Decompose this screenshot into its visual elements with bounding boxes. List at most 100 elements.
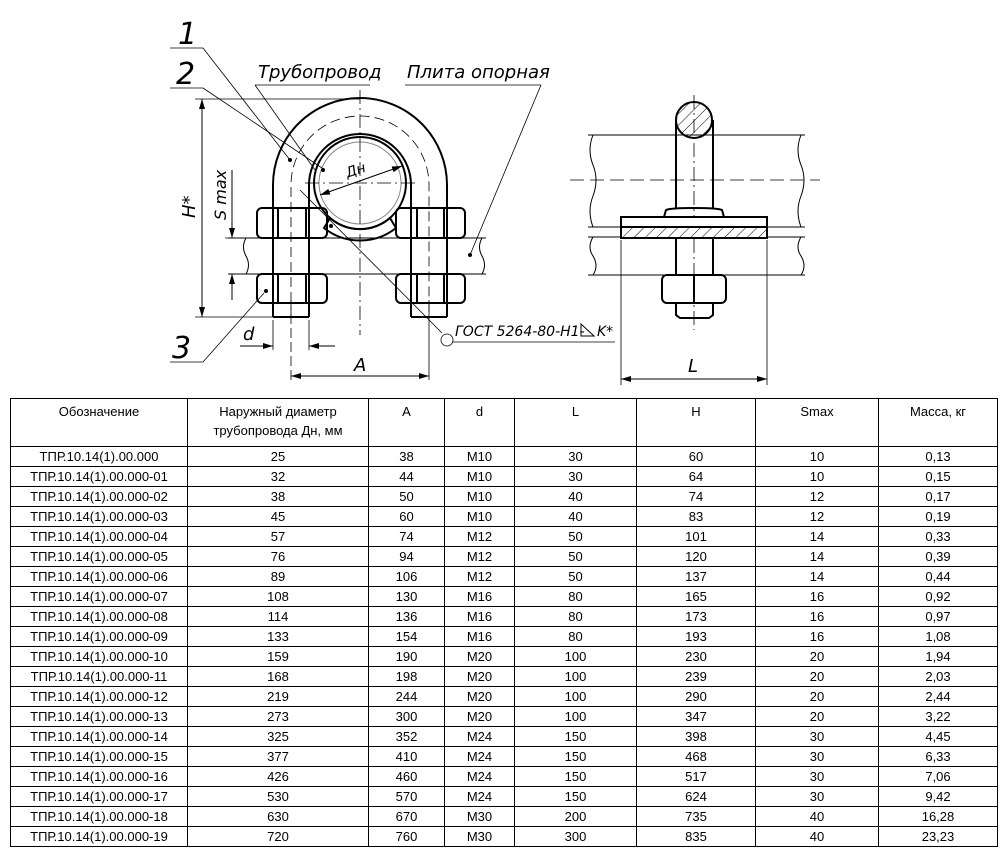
table-cell: 30 [514, 446, 637, 467]
table-cell: M10 [444, 446, 515, 467]
table-cell: 60 [636, 446, 756, 467]
table-cell: 40 [755, 826, 879, 847]
table-cell: 530 [187, 786, 369, 807]
table-cell: ТПР.10.14(1).00.000-17 [10, 786, 188, 807]
table-cell: ТПР.10.14(1).00.000-12 [10, 686, 188, 707]
table-cell: 120 [636, 546, 756, 567]
table-cell: 74 [636, 486, 756, 507]
table-cell: 760 [368, 826, 445, 847]
table-cell: 60 [368, 506, 445, 527]
table-cell: 80 [514, 626, 637, 647]
table-cell: 230 [636, 646, 756, 667]
callout-3: 3 [172, 331, 191, 366]
table-cell: ТПР.10.14(1).00.000-02 [10, 486, 188, 507]
table-cell: 624 [636, 786, 756, 807]
table-cell: 2,03 [878, 666, 998, 687]
table-cell: 20 [755, 686, 879, 707]
table-cell: M10 [444, 486, 515, 507]
table-cell: 273 [187, 706, 369, 727]
dim-dn: Дн [343, 160, 368, 182]
nuts-front [256, 207, 466, 304]
table-cell: 101 [636, 526, 756, 547]
table-cell: 50 [514, 526, 637, 547]
table-cell: 57 [187, 526, 369, 547]
table-cell: 38 [187, 486, 369, 507]
table-cell: M20 [444, 646, 515, 667]
table-cell: 9,42 [878, 786, 998, 807]
table-cell: ТПР.10.14(1).00.000-06 [10, 566, 188, 587]
table-cell: 30 [755, 766, 879, 787]
table-cell: 45 [187, 506, 369, 527]
table-cell: 83 [636, 506, 756, 527]
table-cell: 7,06 [878, 766, 998, 787]
table-cell: 108 [187, 586, 369, 607]
table-cell: 80 [514, 586, 637, 607]
table-cell: 0,15 [878, 466, 998, 487]
table-cell: 720 [187, 826, 369, 847]
table-cell: 570 [368, 786, 445, 807]
table-cell: 100 [514, 646, 637, 667]
table-cell: 198 [368, 666, 445, 687]
table-cell: 40 [755, 806, 879, 827]
table-cell: 0,13 [878, 446, 998, 467]
col-smax: Smax [755, 398, 879, 447]
table-cell: 1,08 [878, 626, 998, 647]
table-cell: 94 [368, 546, 445, 567]
pipeline-label: Трубопровод [258, 62, 381, 83]
table-cell: ТПР.10.14(1).00.000-18 [10, 806, 188, 827]
table-cell: 154 [368, 626, 445, 647]
table-cell: ТПР.10.14(1).00.000-05 [10, 546, 188, 567]
table-cell: 130 [368, 586, 445, 607]
table-cell: M24 [444, 766, 515, 787]
col-a: A [368, 398, 445, 447]
table-cell: 0,92 [878, 586, 998, 607]
table-cell: 159 [187, 646, 369, 667]
table-cell: 16 [755, 586, 879, 607]
table-cell: 14 [755, 546, 879, 567]
table-cell: 300 [514, 826, 637, 847]
col-mass: Масса, кг [878, 398, 998, 447]
table-cell: 80 [514, 606, 637, 627]
table-cell: ТПР.10.14(1).00.000-14 [10, 726, 188, 747]
table-cell: 0,33 [878, 526, 998, 547]
table-cell: ТПР.10.14(1).00.000-15 [10, 746, 188, 767]
table-cell: 244 [368, 686, 445, 707]
table-cell: 23,23 [878, 826, 998, 847]
leader-lines [170, 47, 615, 363]
table-cell: ТПР.10.14(1).00.000-04 [10, 526, 188, 547]
table-cell: M24 [444, 786, 515, 807]
table-cell: 16,28 [878, 806, 998, 827]
header-line-1: Наружный диаметр [219, 404, 337, 419]
table-cell: M24 [444, 726, 515, 747]
table-cell: 38 [368, 446, 445, 467]
table-cell: 14 [755, 526, 879, 547]
table-cell: 150 [514, 726, 637, 747]
callout-2: 2 [176, 57, 195, 92]
table-cell: 44 [368, 466, 445, 487]
weld-label: ГОСТ 5264-80-Н1- [455, 324, 585, 340]
table-cell: M16 [444, 586, 515, 607]
table-cell: M12 [444, 526, 515, 547]
table-cell: 100 [514, 666, 637, 687]
table-cell: 74 [368, 526, 445, 547]
dim-h: H* [179, 195, 200, 218]
table-cell: 10 [755, 446, 879, 467]
table-cell: 40 [514, 506, 637, 527]
table-cell: 30 [755, 726, 879, 747]
table-cell: 347 [636, 706, 756, 727]
table-cell: M16 [444, 606, 515, 627]
table-cell: ТПР.10.14(1).00.000-08 [10, 606, 188, 627]
u-bolt-drawing: 1 2 3 Трубопровод Плита опорная ГОСТ 526… [170, 17, 820, 385]
table-cell: 0,39 [878, 546, 998, 567]
table-cell: 10 [755, 466, 879, 487]
table-cell: M12 [444, 546, 515, 567]
table-cell: 1,94 [878, 646, 998, 667]
